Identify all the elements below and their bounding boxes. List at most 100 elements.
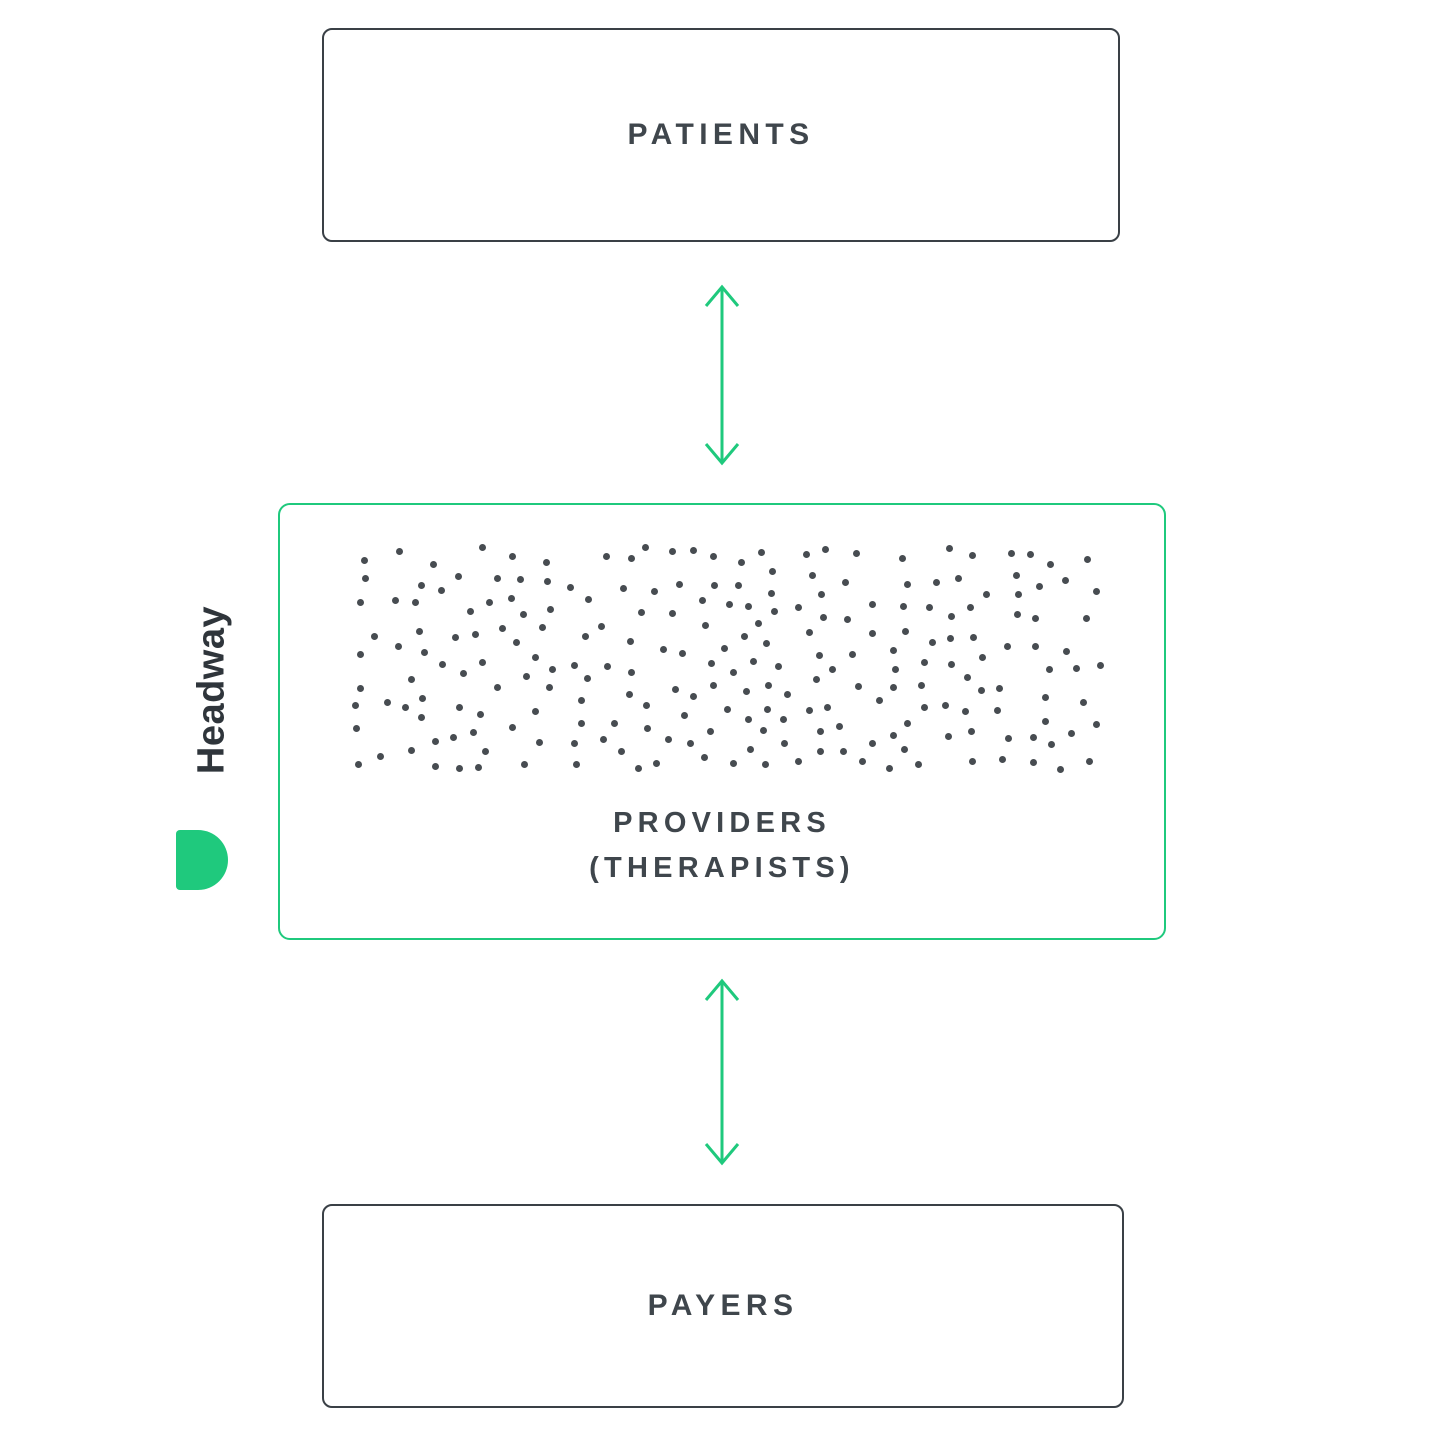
dot bbox=[512, 639, 520, 646]
dot bbox=[925, 604, 933, 612]
dot bbox=[1026, 551, 1034, 559]
dot bbox=[572, 761, 580, 769]
dot bbox=[914, 760, 922, 768]
dot bbox=[805, 707, 813, 715]
dot bbox=[858, 758, 866, 766]
dot bbox=[1047, 561, 1055, 569]
dot bbox=[470, 729, 478, 736]
dot bbox=[744, 716, 752, 724]
dot bbox=[948, 612, 956, 620]
dot bbox=[570, 740, 578, 748]
dot bbox=[808, 571, 816, 579]
dot bbox=[1007, 549, 1015, 557]
double-arrow-icon bbox=[704, 978, 740, 1166]
dot bbox=[1041, 693, 1049, 701]
dot bbox=[707, 728, 715, 736]
dot bbox=[819, 614, 827, 622]
dot bbox=[383, 699, 391, 707]
dot bbox=[1067, 729, 1075, 737]
dot bbox=[970, 634, 978, 642]
dot bbox=[969, 757, 977, 765]
dot bbox=[1048, 741, 1056, 748]
dot bbox=[508, 724, 516, 732]
dot bbox=[1005, 734, 1012, 742]
dot bbox=[643, 702, 651, 710]
dot bbox=[668, 547, 676, 555]
dot bbox=[836, 722, 844, 730]
dot bbox=[679, 649, 686, 657]
dot bbox=[1035, 582, 1043, 590]
dot bbox=[394, 642, 402, 650]
dot bbox=[841, 579, 849, 587]
dot bbox=[853, 550, 860, 558]
dot bbox=[900, 746, 908, 754]
dot bbox=[1062, 647, 1070, 655]
dot bbox=[944, 733, 952, 741]
dot bbox=[734, 581, 742, 589]
dot bbox=[821, 546, 829, 554]
dot bbox=[665, 735, 673, 743]
dot bbox=[771, 608, 779, 616]
dot bbox=[978, 653, 986, 661]
dot bbox=[701, 621, 709, 629]
dot bbox=[816, 651, 824, 659]
dot bbox=[519, 611, 527, 618]
providers-label-line2: (THERAPISTS) bbox=[589, 851, 855, 884]
dot bbox=[356, 650, 364, 658]
dot bbox=[764, 681, 772, 689]
dot bbox=[764, 705, 772, 713]
dot bbox=[582, 632, 589, 640]
dot bbox=[954, 575, 962, 583]
dot bbox=[794, 757, 802, 765]
dot bbox=[419, 695, 427, 703]
dot bbox=[598, 622, 606, 630]
dot bbox=[721, 645, 729, 652]
dot bbox=[356, 598, 364, 606]
dot bbox=[774, 662, 782, 670]
dot bbox=[740, 633, 748, 641]
dot bbox=[431, 763, 439, 771]
dot bbox=[968, 727, 975, 735]
dot bbox=[523, 673, 531, 681]
dot bbox=[744, 603, 752, 610]
dot bbox=[817, 748, 825, 756]
dot bbox=[627, 555, 635, 563]
dot bbox=[567, 584, 574, 592]
dot bbox=[570, 662, 578, 670]
dot bbox=[659, 645, 667, 653]
dot bbox=[1032, 614, 1040, 622]
dot bbox=[486, 598, 494, 606]
patients-box: PATIENTS bbox=[322, 28, 1120, 242]
dot bbox=[475, 764, 483, 772]
dot bbox=[737, 558, 745, 566]
dot bbox=[610, 719, 618, 727]
dot bbox=[886, 764, 894, 772]
dot bbox=[641, 543, 649, 551]
dot bbox=[352, 725, 360, 733]
dot bbox=[479, 658, 487, 666]
dot bbox=[723, 706, 731, 714]
dot bbox=[650, 587, 658, 595]
dot bbox=[962, 708, 970, 716]
dot bbox=[783, 690, 791, 698]
dot bbox=[391, 597, 399, 605]
dot bbox=[977, 686, 985, 694]
dot bbox=[1003, 643, 1011, 651]
dot bbox=[946, 545, 954, 553]
dot bbox=[456, 704, 464, 712]
dot bbox=[520, 761, 528, 769]
dot bbox=[407, 675, 415, 683]
dot bbox=[890, 646, 898, 654]
dot bbox=[676, 580, 683, 588]
headway-wordmark: Headway bbox=[190, 605, 233, 775]
dot bbox=[760, 727, 768, 735]
dot bbox=[371, 632, 379, 640]
dot bbox=[743, 687, 751, 695]
dot bbox=[356, 684, 364, 692]
dot bbox=[376, 752, 384, 760]
dot bbox=[439, 661, 447, 669]
dot bbox=[600, 736, 608, 743]
dot bbox=[701, 754, 709, 761]
dot bbox=[1083, 614, 1091, 622]
dot bbox=[418, 582, 426, 590]
